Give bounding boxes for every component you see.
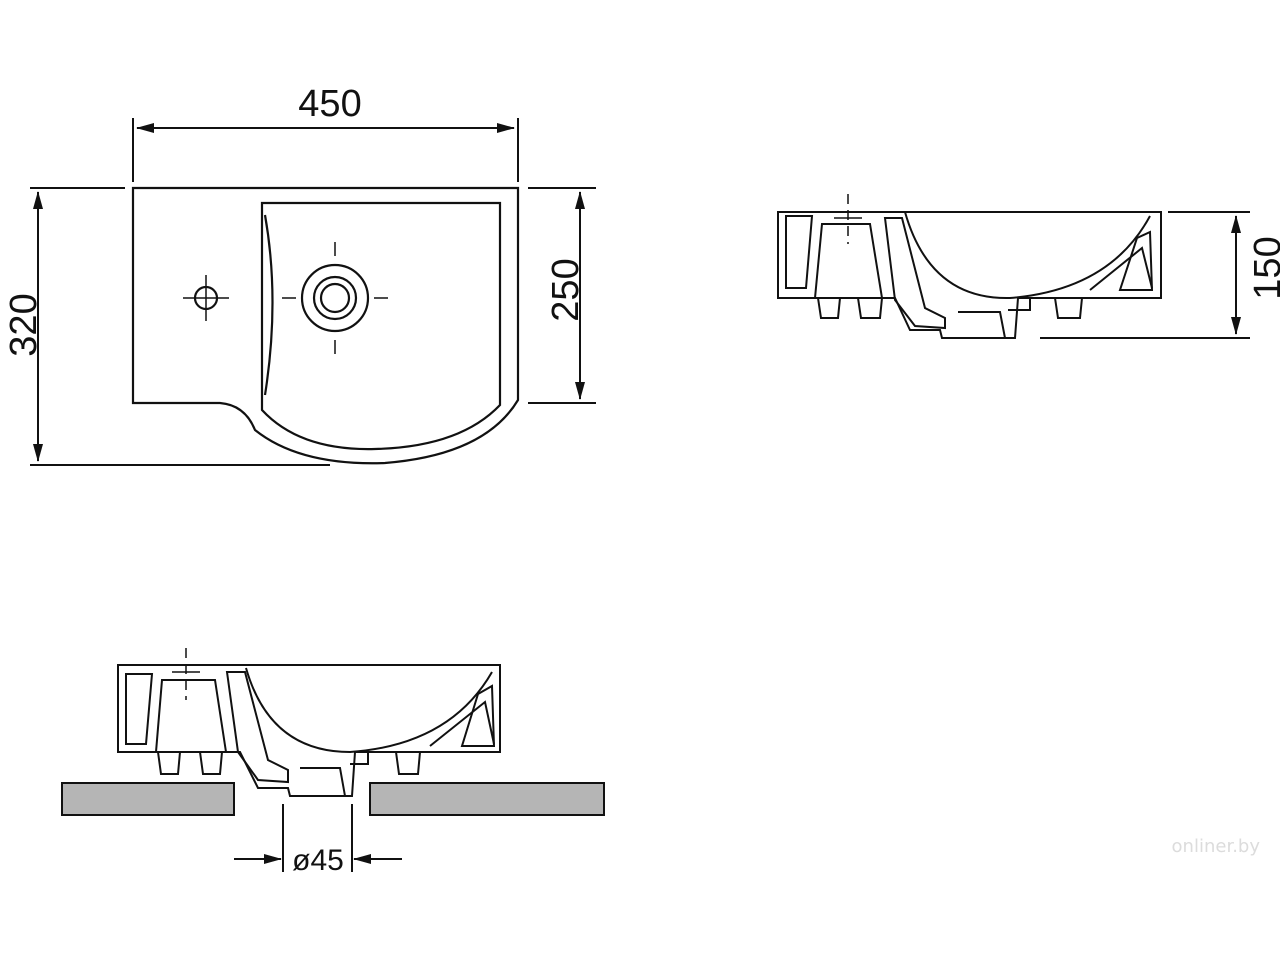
top-view [131, 186, 520, 465]
dimension-drain [234, 804, 402, 872]
width-label: 450 [298, 83, 361, 125]
install-outline [117, 664, 501, 797]
side-outline [777, 211, 1162, 339]
side-view [777, 194, 1162, 339]
watermark: onliner.by [1172, 836, 1261, 857]
dimension-depth [30, 187, 330, 466]
basin-outline [131, 186, 520, 465]
bowl-outline [260, 201, 502, 451]
height-label: 150 [1247, 236, 1280, 299]
countertop [61, 782, 605, 816]
dimension-bowl-depth [528, 187, 596, 404]
bowl-depth-label: 250 [545, 258, 587, 321]
drain-diameter-label: ø45 [292, 844, 344, 877]
bowl-inner-curve [263, 214, 274, 396]
dimension-width [132, 118, 519, 182]
drain-hole [282, 242, 388, 354]
depth-label: 320 [3, 293, 45, 356]
tap-hole [183, 275, 229, 321]
dimension-height [1040, 211, 1250, 339]
install-view [117, 648, 501, 797]
